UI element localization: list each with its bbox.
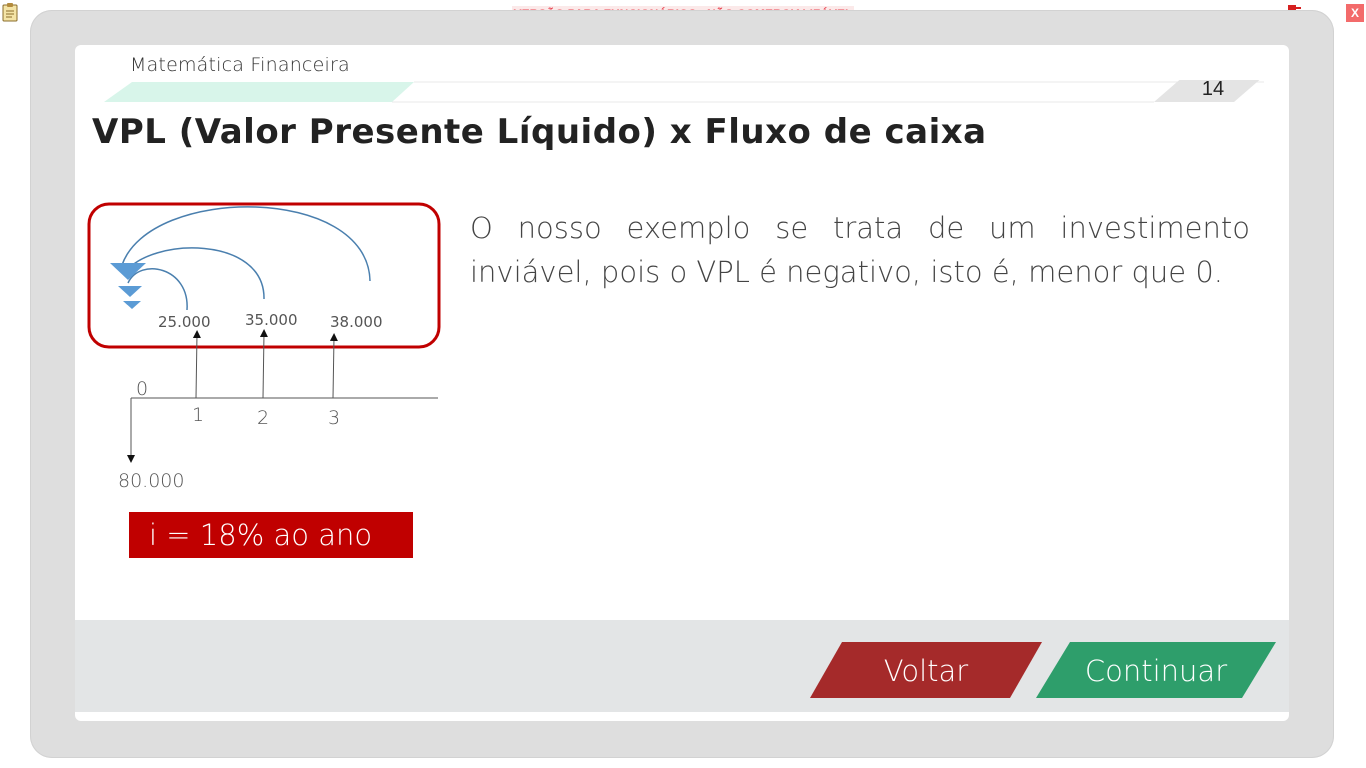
discount-arc-2 [124, 247, 265, 300]
back-button[interactable]: Voltar [810, 642, 1042, 698]
back-button-shape [810, 642, 1042, 698]
inflow-arrow-3 [329, 333, 338, 399]
continue-button-shape [1036, 642, 1276, 698]
continue-button-label: Continuar [1084, 654, 1228, 688]
inflow-arrow-1 [192, 330, 201, 399]
inflow-value-3: 38.000 [330, 313, 383, 331]
close-button[interactable]: X [1346, 4, 1364, 22]
interest-rate-label: i = 18% ao ano [129, 512, 413, 558]
page-number: 14 [1201, 78, 1225, 100]
discount-arc-1 [127, 268, 188, 311]
module-title: Matemática Financeira [130, 54, 350, 76]
inflow-arrow-2 [259, 329, 268, 399]
slide-title: VPL (Valor Presente Líquido) x Fluxo de … [92, 112, 987, 152]
header-stripe [104, 80, 1264, 103]
back-button-label: Voltar [883, 654, 969, 688]
period-label-1: 1 [192, 404, 204, 426]
inflow-value-2: 35.000 [245, 311, 298, 329]
arrowhead-small [123, 301, 141, 309]
period-label-0: 0 [136, 378, 148, 400]
clipboard-icon[interactable] [2, 2, 18, 22]
inflow-value-1: 25.000 [158, 313, 211, 331]
discount-arc-3 [121, 206, 371, 282]
continue-button[interactable]: Continuar [1036, 642, 1276, 698]
outflow-value: 80.000 [118, 470, 184, 492]
arrowhead-medium [118, 286, 142, 297]
slide-body-text: O nosso exemplo se trata de um investime… [470, 211, 1250, 289]
period-label-2: 2 [257, 407, 269, 429]
slide-panel [75, 45, 1289, 721]
arrowhead-large [110, 263, 146, 280]
cash-flow-diagram: 25.000 35.000 38.000 0 1 2 3 80.000 [87, 202, 441, 492]
period-label-3: 3 [328, 407, 340, 429]
